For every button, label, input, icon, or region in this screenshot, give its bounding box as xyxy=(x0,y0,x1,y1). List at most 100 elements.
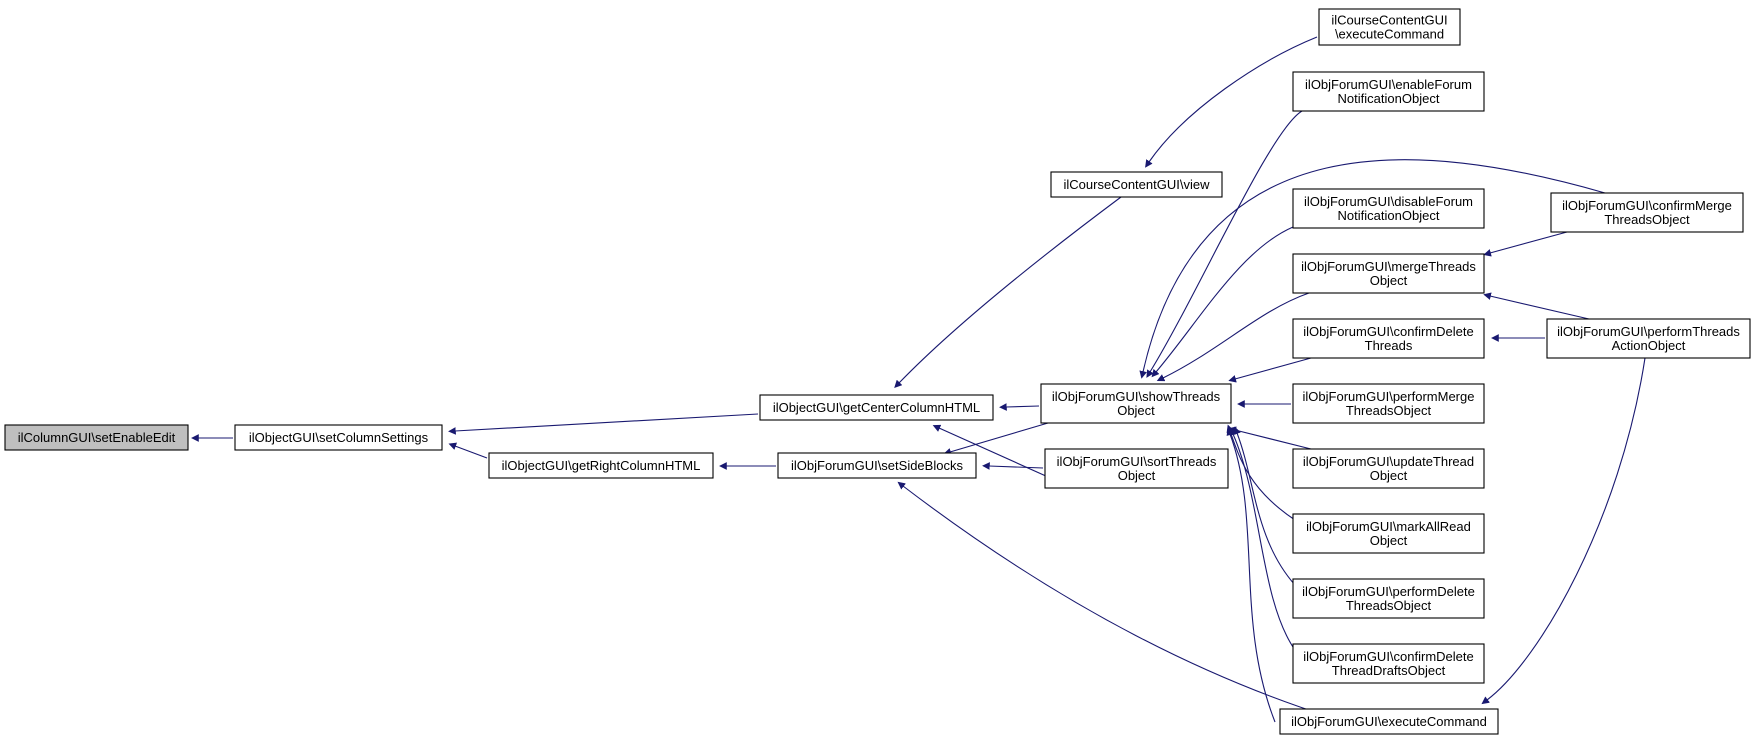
node-box xyxy=(1550,192,1744,233)
node-box xyxy=(234,424,443,451)
node-label: NotificationObject xyxy=(1338,91,1440,106)
nodes-layer: ilColumnGUI\setEnableEdit ilObjectGUI\set… xyxy=(4,8,1751,735)
node-getCenterColumnHTML[interactable]: ilObjectGUI\getCenterColumnHTML xyxy=(759,394,994,421)
node-label: ilObjectGUI\getRightColumnHTML xyxy=(502,458,701,473)
node-label: ThreadsObject xyxy=(1346,598,1432,613)
edge-setSideBlocks-to-sortThreadsObject xyxy=(982,462,1044,470)
node-label: ActionObject xyxy=(1612,338,1686,353)
node-label: Object xyxy=(1118,468,1156,483)
node-box xyxy=(1050,171,1223,198)
edge-forumExecuteCommand-to-performThreadsActionObject xyxy=(1481,357,1646,705)
edge-courseView-to-courseExecuteCommand xyxy=(1145,36,1318,168)
node-box xyxy=(1044,448,1229,489)
node-label: ilObjForumGUI\confirmDelete xyxy=(1303,324,1474,339)
node-courseView[interactable]: ilCourseContentGUI\view xyxy=(1050,171,1223,198)
node-setEnableEdit[interactable]: ilColumnGUI\setEnableEdit xyxy=(4,424,189,451)
node-label: ilObjForumGUI\updateThread xyxy=(1303,454,1474,469)
node-label: ilObjForumGUI\executeCommand xyxy=(1291,714,1487,729)
edge-showThreadsObject-to-updateThreadObject xyxy=(1228,426,1312,450)
node-box xyxy=(1292,71,1485,112)
node-box xyxy=(1546,318,1751,359)
node-label: ThreadsObject xyxy=(1604,212,1690,227)
node-label: ilObjForumGUI\performMerge xyxy=(1303,389,1475,404)
node-getRightColumnHTML[interactable]: ilObjectGUI\getRightColumnHTML xyxy=(488,452,714,479)
edge-showThreadsObject-to-mergeThreadsObject xyxy=(1156,292,1310,382)
node-setColumnSettings[interactable]: ilObjectGUI\setColumnSettings xyxy=(234,424,443,451)
node-forumExecuteCommand[interactable]: ilObjForumGUI\executeCommand xyxy=(1279,708,1499,735)
node-label: ilObjForumGUI\setSideBlocks xyxy=(791,458,963,473)
node-label: Object xyxy=(1370,273,1408,288)
node-label: Object xyxy=(1117,403,1155,418)
node-label: ilObjectGUI\getCenterColumnHTML xyxy=(773,400,980,415)
edge-setSideBlocks-to-forumExecuteCommand xyxy=(897,481,1331,718)
node-label: ilObjForumGUI\confirmDelete xyxy=(1303,649,1474,664)
edge-showThreadsObject-to-enableForumNotificationObject xyxy=(1146,110,1303,378)
edge-getCenterColumnHTML-to-sortThreadsObject xyxy=(932,424,1058,482)
node-label: \executeCommand xyxy=(1335,27,1444,42)
edge-setColumnSettings-to-getCenterColumnHTML xyxy=(448,413,759,435)
node-label: ilColumnGUI\setEnableEdit xyxy=(18,430,176,445)
edge-showThreadsObject-to-performDeleteThreadsObject xyxy=(1233,426,1296,586)
node-label: ilObjectGUI\setColumnSettings xyxy=(249,430,429,445)
node-box xyxy=(1292,318,1485,359)
node-confirmDeleteThreadDraftsObject[interactable]: ilObjForumGUI\confirmDeleteThreadDraftsO… xyxy=(1292,643,1485,684)
node-label: Threads xyxy=(1365,338,1413,353)
edges-layer xyxy=(191,36,1646,723)
node-box xyxy=(1292,513,1485,554)
node-label: ilObjForumGUI\performThreads xyxy=(1557,324,1740,339)
node-setSideBlocks[interactable]: ilObjForumGUI\setSideBlocks xyxy=(777,452,977,479)
node-box xyxy=(1318,8,1461,46)
node-label: ilObjForumGUI\showThreads xyxy=(1052,389,1221,404)
node-label: ilCourseContentGUI xyxy=(1331,13,1447,28)
edge-mergeThreadsObject-to-confirmMergeThreadsObject xyxy=(1483,231,1568,257)
edge-showThreadsObject-to-confirmMergeThreadsObject xyxy=(1139,159,1606,379)
edge-getCenterColumnHTML-to-courseView xyxy=(894,196,1122,388)
edge-showThreadsObject-to-disableForumNotificationObject xyxy=(1151,226,1294,378)
node-box xyxy=(1292,383,1485,424)
node-box xyxy=(1040,383,1232,424)
edge-showThreadsObject-to-markAllReadObject xyxy=(1226,424,1296,521)
node-label: ilObjForumGUI\performDelete xyxy=(1302,584,1475,599)
node-box xyxy=(1279,708,1499,735)
node-enableForumNotificationObject[interactable]: ilObjForumGUI\enableForumNotificationObj… xyxy=(1292,71,1485,112)
node-box xyxy=(1292,448,1485,489)
node-box xyxy=(1292,578,1485,619)
node-box xyxy=(1292,253,1485,294)
node-label: ilObjForumGUI\disableForum xyxy=(1304,194,1473,209)
node-disableForumNotificationObject[interactable]: ilObjForumGUI\disableForumNotificationOb… xyxy=(1292,188,1485,229)
edge-showThreadsObject-to-confirmDeleteThreadDraftsObject xyxy=(1229,427,1296,651)
node-box xyxy=(1292,643,1485,684)
node-label: Object xyxy=(1370,468,1408,483)
edge-showThreadsObject-to-forumExecuteCommand xyxy=(1226,427,1276,723)
node-label: ilObjForumGUI\enableForum xyxy=(1305,77,1472,92)
edge-setColumnSettings-to-getRightColumnHTML xyxy=(448,442,488,459)
edge-showThreadsObject-to-confirmDeleteThreads xyxy=(1228,357,1312,383)
node-box xyxy=(1292,188,1485,229)
node-courseExecuteCommand[interactable]: ilCourseContentGUI\executeCommand xyxy=(1318,8,1461,46)
node-box xyxy=(4,424,189,451)
node-label: ThreadsObject xyxy=(1346,403,1432,418)
node-label: ThreadDraftsObject xyxy=(1332,663,1446,678)
edge-getCenterColumnHTML-to-showThreadsObject xyxy=(999,403,1040,411)
node-label: NotificationObject xyxy=(1338,208,1440,223)
node-box xyxy=(759,394,994,421)
node-label: Object xyxy=(1370,533,1408,548)
node-label: ilObjForumGUI\markAllRead xyxy=(1306,519,1471,534)
node-label: ilObjForumGUI\mergeThreads xyxy=(1301,259,1476,274)
node-box xyxy=(488,452,714,479)
node-label: ilObjForumGUI\sortThreads xyxy=(1057,454,1217,469)
node-label: ilObjForumGUI\confirmMerge xyxy=(1562,198,1732,213)
edge-mergeThreadsObject-to-performThreadsActionObject xyxy=(1483,292,1590,320)
node-label: ilCourseContentGUI\view xyxy=(1064,177,1211,192)
